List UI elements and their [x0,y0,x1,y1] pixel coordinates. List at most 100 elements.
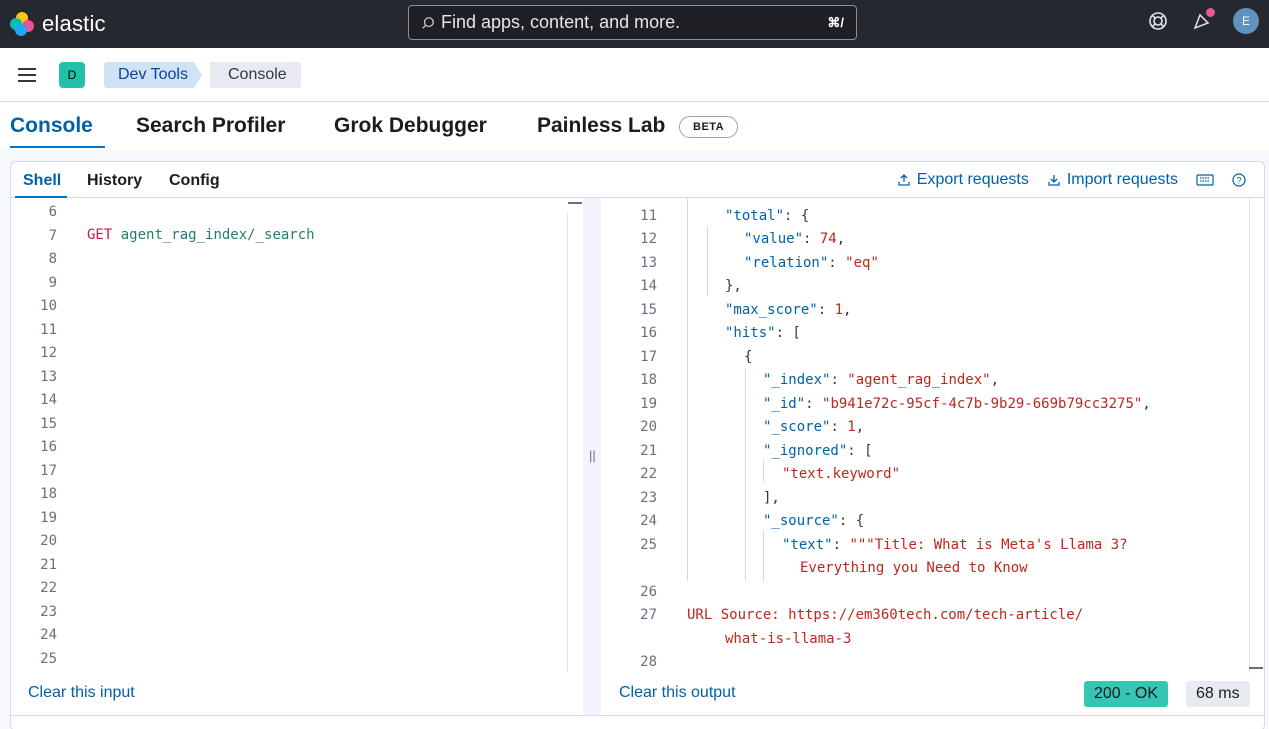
editor-line-number: 9 [48,274,57,291]
output-line-number: 28 [640,654,657,670]
indent-guide [763,530,764,582]
response-output[interactable]: 11 "total": { 12 "value": 74, 13 "relati… [601,198,1251,673]
space-avatar[interactable]: D [59,62,85,88]
indent-guide [745,368,746,581]
output-line: "_ignored": [ [763,443,873,459]
output-line-number: 12 [640,231,657,247]
output-line-number: 13 [640,255,657,271]
top-header: elastic Find apps, content, and more. ⌘/… [0,0,1269,48]
notification-dot [1206,8,1215,17]
output-line: "hits": [ [725,325,801,341]
editor-line-number: 23 [40,603,57,620]
import-icon [1048,175,1060,186]
help-icon[interactable] [1145,8,1171,34]
editor-scrollbar[interactable] [567,212,568,672]
output-line-continuation: what-is-llama-3 [725,631,852,647]
editor-line-number: 19 [40,509,57,526]
question-icon: ? [1232,173,1246,187]
search-shortcut: ⌘/ [827,14,844,30]
output-line: }, [725,278,742,294]
output-line-number: 15 [640,302,657,318]
global-search-input[interactable]: Find apps, content, and more. ⌘/ [408,5,857,40]
breadcrumb-console: Console [210,62,301,88]
editor-line-number: 16 [40,439,57,455]
tab-console[interactable]: Console [10,114,93,137]
status-badge: 200 - OK [1084,681,1169,707]
output-line: ], [763,490,780,506]
editor-line-number: 13 [40,368,57,385]
breadcrumb-bar: D Console Dev Tools [0,48,1269,102]
subtab-history[interactable]: History [87,172,143,189]
output-line-number: 17 [640,349,657,365]
tab-painless-lab[interactable]: Painless Lab [537,114,666,137]
active-subtab-indicator [15,196,67,198]
output-line-number: 11 [640,208,657,224]
keyboard-icon [1196,174,1214,186]
help-button[interactable]: ? [1232,173,1246,187]
request-method: GET [87,227,113,243]
output-line-number: 18 [640,372,657,388]
dev-tools-tabs: Console Search Profiler Grok Debugger Pa… [0,102,1269,150]
import-requests-button[interactable]: Import requests [1047,171,1178,189]
output-line-number: 16 [640,325,657,341]
editor-line-number: 12 [40,345,57,361]
editor-line-number: 8 [48,251,57,267]
editor-line-number: 15 [40,415,57,432]
editor-line-number: 25 [40,650,57,667]
breadcrumb-dev-tools[interactable]: Dev Tools [104,62,202,88]
output-line-number: 25 [640,537,657,553]
console-subtabs: Shell History Config Export requests Imp… [11,162,1264,198]
output-line: URL Source: https://em360tech.com/tech-a… [687,607,1084,623]
editor-line-number: 6 [48,204,57,220]
panel-resizer[interactable]: || [583,198,601,716]
output-scroll-marker [1249,667,1263,669]
elastic-logo[interactable]: elastic [10,11,106,37]
output-line-number: 26 [640,584,657,600]
search-icon [422,16,434,29]
user-avatar[interactable]: E [1233,8,1259,34]
elastic-logo-icon [10,12,34,36]
output-line: "value": 74, [744,231,846,247]
output-line: "_index": "agent_rag_index", [763,372,1000,388]
output-line: "relation": "eq" [744,255,879,271]
subtab-config[interactable]: Config [169,172,220,189]
clear-input-link[interactable]: Clear this input [28,684,135,701]
output-line: "_id": "b941e72c-95cf-4c7b-9b29-669b79cc… [763,396,1151,412]
news-feed-icon[interactable] [1189,8,1215,34]
indent-guide [763,460,764,482]
output-line: "text": """Title: What is Meta's Llama 3… [782,537,1128,553]
output-line-number: 20 [640,419,657,435]
search-placeholder: Find apps, content, and more. [441,12,681,32]
output-scrollbar[interactable] [1249,198,1250,673]
subtab-shell[interactable]: Shell [23,172,62,189]
tab-search-profiler[interactable]: Search Profiler [136,114,286,137]
output-line: "_source": { [763,513,865,529]
editor-line-number: 17 [40,462,57,479]
editor-line-number: 22 [40,580,57,596]
keyboard-shortcuts-button[interactable] [1196,173,1214,187]
output-line: "text.keyword" [782,466,901,482]
hamburger-menu-icon[interactable] [18,68,36,82]
indent-guide [707,226,708,296]
request-line[interactable]: GET agent_rag_index/_search [87,227,315,243]
editor-scroll-marker [568,202,582,204]
clear-output-link[interactable]: Clear this output [619,684,736,701]
editor-line-number: 11 [40,321,57,338]
export-requests-button[interactable]: Export requests [897,171,1029,189]
timing-badge: 68 ms [1186,681,1250,707]
output-line-number: 23 [640,490,657,506]
editor-line-number: 18 [40,486,57,502]
output-line-continuation: Everything you Need to Know [800,560,1028,576]
svg-text:?: ? [1236,176,1241,186]
editor-line-number: 21 [40,556,57,573]
output-line-number: 14 [640,278,657,294]
tab-grok-debugger[interactable]: Grok Debugger [334,114,487,137]
output-line-number: 19 [640,396,657,412]
resize-handle-icon: || [589,448,596,463]
brand-name: elastic [42,11,106,36]
output-line-number: 24 [640,513,657,529]
export-requests-label: Export requests [916,171,1029,188]
import-requests-label: Import requests [1066,171,1178,188]
panel-divider [11,715,1264,716]
